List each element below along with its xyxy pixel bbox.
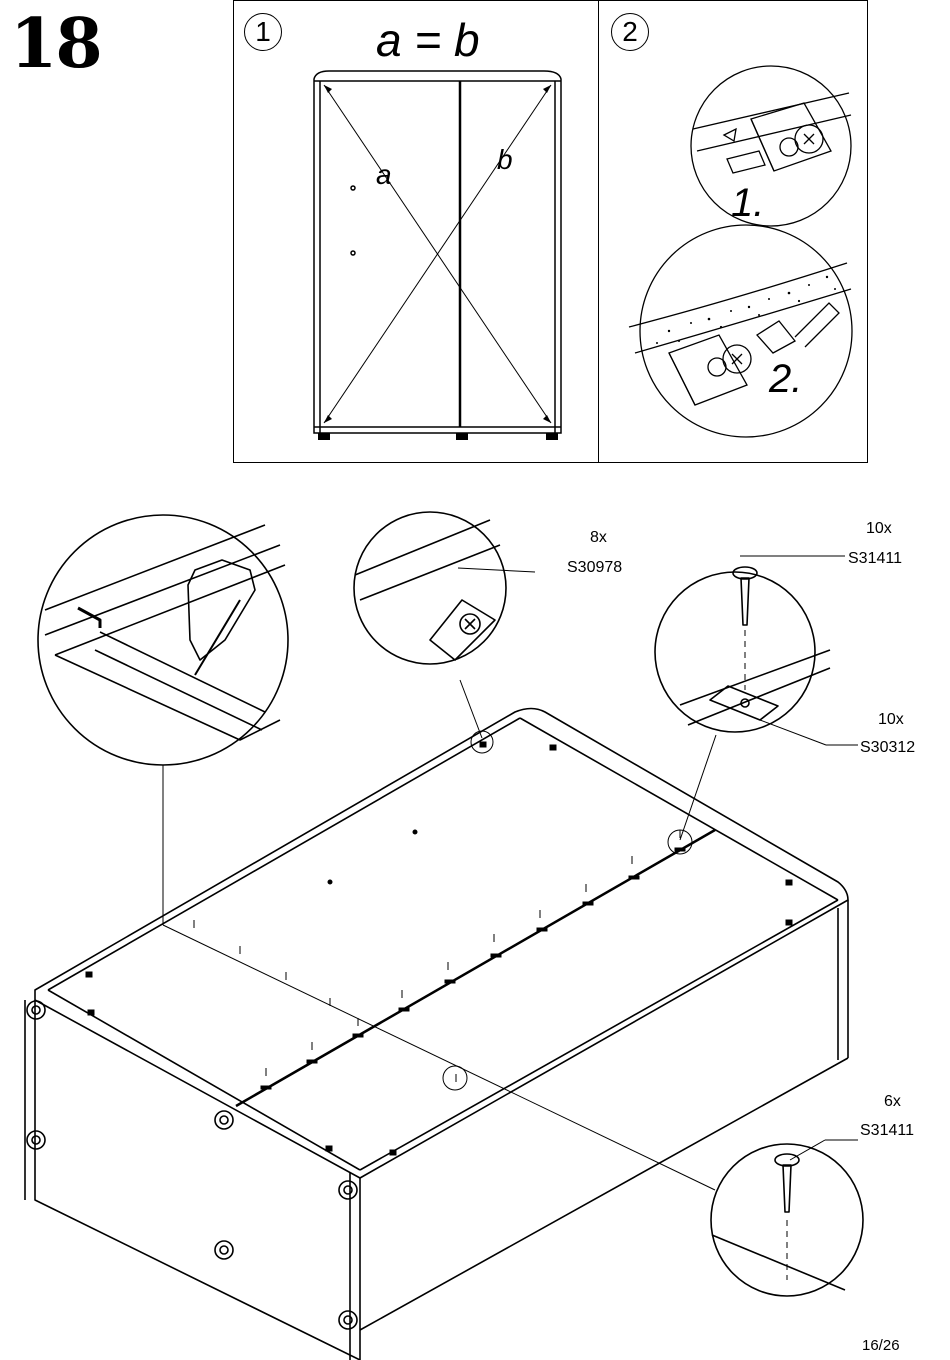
sub-step-2-label: 2. [769,357,803,401]
panel-connector-fixing: 2 [598,0,868,463]
page-number: 16/26 [862,1337,900,1354]
cabinet-front-drawing [313,70,562,440]
panel-diagonal-check: 1 a = b a b [233,0,599,463]
step-number: 18 [10,4,103,84]
callout-screw-2-part: S31411 [860,1122,914,1139]
diagonal-formula: a = b [376,14,480,66]
sub-step-1-label: 1. [731,181,765,225]
callout-connector-part: S30978 [567,559,623,576]
panel-2-number: 2 [611,13,649,51]
callout-screw-part: S31411 [848,550,902,567]
panel-1-number: 1 [244,13,282,51]
callout-connector-qty: 8x [590,529,607,546]
diagonal-label-b: b [497,144,513,175]
callout-plate-qty: 10x [878,711,904,728]
diagonal-label-a: a [376,159,392,190]
callout-plate-part: S30312 [860,739,916,756]
connector-detail-drawings [628,65,853,438]
callout-screw-qty: 10x [866,520,892,537]
callout-screw-2-qty: 6x [884,1093,901,1110]
